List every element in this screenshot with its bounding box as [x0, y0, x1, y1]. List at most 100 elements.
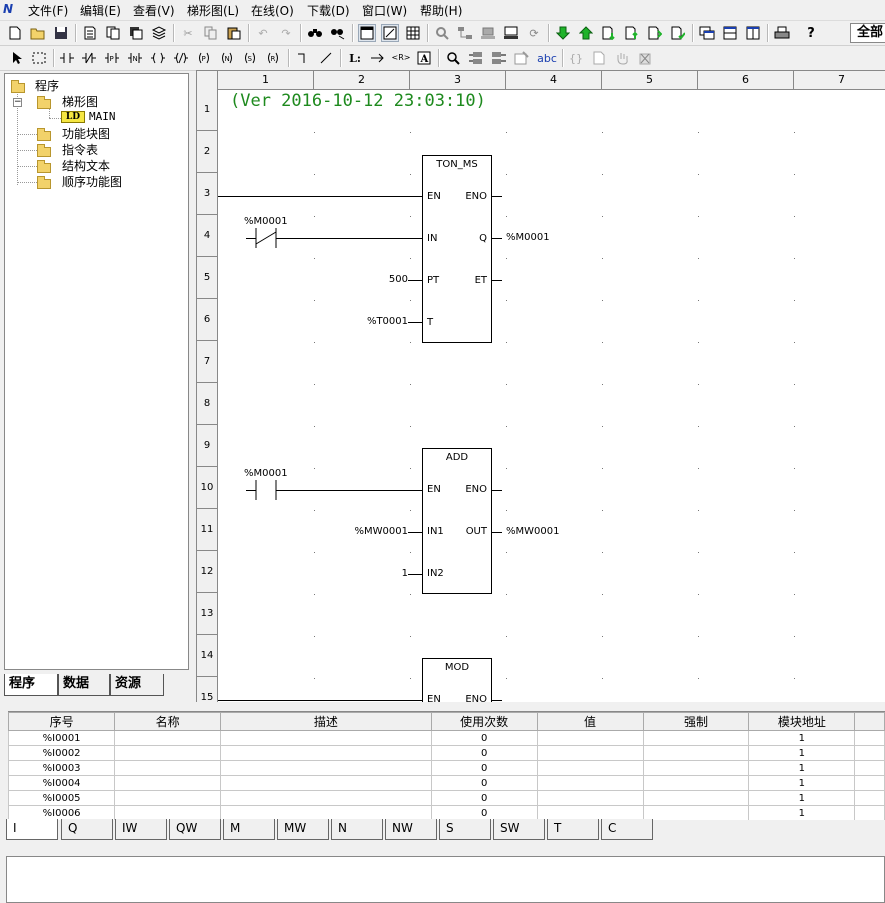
cell-address[interactable]: %I0005 — [8, 790, 116, 806]
p-contact-icon[interactable]: P — [103, 49, 121, 67]
p-coil-icon[interactable]: P — [195, 49, 213, 67]
table-row[interactable]: %I0001 0 1 — [8, 730, 885, 746]
menu-help[interactable]: 帮助(H) — [420, 4, 463, 18]
n-contact-icon[interactable]: N — [126, 49, 144, 67]
menu-ladder[interactable]: 梯形图(L) — [187, 4, 240, 18]
table-row[interactable]: %I0003 0 1 — [8, 760, 885, 776]
window-layout-icon[interactable] — [358, 24, 376, 42]
tab-q[interactable]: Q — [61, 819, 113, 840]
find-icon[interactable] — [306, 24, 324, 42]
print-icon[interactable] — [773, 24, 791, 42]
open-folder-icon[interactable] — [29, 24, 47, 42]
t-operand[interactable]: %T0001 — [366, 316, 408, 327]
cell-force[interactable] — [642, 775, 750, 791]
output-panel[interactable] — [6, 856, 885, 903]
menu-online[interactable]: 在线(O) — [251, 4, 294, 18]
no-contact-icon[interactable] — [58, 49, 76, 67]
cell-address[interactable]: %I0002 — [8, 745, 116, 761]
cell-description[interactable] — [220, 775, 432, 791]
properties-icon[interactable] — [513, 49, 531, 67]
n-coil-icon[interactable]: N — [218, 49, 236, 67]
help-question-icon[interactable]: ? — [807, 25, 815, 41]
stack-icon[interactable] — [150, 24, 168, 42]
table-row[interactable]: %I0004 0 1 — [8, 775, 885, 791]
cell-description[interactable] — [220, 730, 432, 746]
marquee-select-icon[interactable] — [30, 49, 48, 67]
verify-file-icon[interactable] — [669, 24, 687, 42]
cell-name[interactable] — [114, 745, 222, 761]
cell-value[interactable] — [536, 730, 644, 746]
negated-coil-icon[interactable] — [172, 49, 190, 67]
tab-c[interactable]: C — [601, 819, 653, 840]
cell-name[interactable] — [114, 805, 222, 820]
insert-row-icon[interactable] — [490, 49, 508, 67]
tree-item-sfc[interactable]: 顺序功能图 — [62, 175, 123, 189]
contact-operand[interactable]: %M0001 — [244, 468, 288, 479]
tab-sw[interactable]: SW — [493, 819, 545, 840]
network-icon[interactable] — [456, 24, 474, 42]
refresh-icon[interactable]: ⟳ — [529, 26, 539, 40]
spell-check-icon[interactable]: abc — [537, 51, 557, 65]
col-name[interactable]: 名称 — [114, 712, 222, 731]
copy-document-icon[interactable] — [104, 24, 122, 42]
tab-qw[interactable]: QW — [169, 819, 221, 840]
table-row[interactable]: %I0006 0 1 — [8, 805, 885, 820]
download-arrow-icon[interactable] — [554, 24, 572, 42]
document-icon[interactable] — [81, 24, 99, 42]
ladder-canvas[interactable]: (Ver 2016-10-12 23:03:10) TON_MS EN ENO … — [218, 90, 885, 702]
contact-operand[interactable]: %M0001 — [244, 216, 288, 227]
col-index[interactable]: 序号 — [8, 712, 116, 731]
add-block[interactable]: ADD EN ENO IN1 OUT IN2 — [422, 448, 492, 594]
nc-contact-icon[interactable] — [80, 49, 98, 67]
cell-description[interactable] — [220, 805, 432, 820]
view-all-button[interactable]: 全部 — [850, 23, 885, 43]
tab-data[interactable]: 数据 — [58, 674, 110, 696]
cell-force[interactable] — [642, 760, 750, 776]
table-row[interactable]: %I0002 0 1 — [8, 745, 885, 761]
cell-value[interactable] — [536, 790, 644, 806]
col-value[interactable]: 值 — [536, 712, 644, 731]
in1-operand[interactable]: %MW0001 — [354, 526, 408, 537]
cell-value[interactable] — [536, 805, 644, 820]
mod-block[interactable]: MOD EN ENO — [422, 658, 492, 702]
grid-icon[interactable] — [404, 24, 422, 42]
tile-vertical-icon[interactable] — [744, 24, 762, 42]
menu-edit[interactable]: 编辑(E) — [80, 4, 121, 18]
menu-download[interactable]: 下载(D) — [307, 4, 350, 18]
cell-address[interactable]: %I0006 — [8, 805, 116, 820]
undo-icon[interactable]: ↶ — [258, 26, 268, 40]
variable-grid[interactable]: 序号 名称 描述 使用次数 值 强制 模块地址 %I0001 0 1 — [8, 712, 885, 820]
tree-item-il[interactable]: 指令表 — [62, 143, 99, 157]
cell-name[interactable] — [114, 775, 222, 791]
redo-icon[interactable]: ↷ — [281, 26, 291, 40]
menu-file[interactable]: 文件(F) — [28, 4, 69, 18]
cell-name[interactable] — [114, 760, 222, 776]
delete-icon[interactable] — [636, 49, 654, 67]
cell-value[interactable] — [536, 775, 644, 791]
cut-icon[interactable]: ✂ — [183, 26, 193, 40]
upload-arrow-icon[interactable] — [577, 24, 595, 42]
reset-coil-icon[interactable]: R — [264, 49, 282, 67]
download-file-icon[interactable] — [600, 24, 618, 42]
cell-force[interactable] — [642, 790, 750, 806]
col-force[interactable]: 强制 — [642, 712, 750, 731]
pt-operand[interactable]: 500 — [388, 274, 408, 285]
set-coil-icon[interactable]: S — [241, 49, 259, 67]
tab-mw[interactable]: MW — [277, 819, 329, 840]
tab-i[interactable]: I — [6, 819, 58, 840]
cell-address[interactable]: %I0001 — [8, 730, 116, 746]
tree-item-fbd[interactable]: 功能块图 — [62, 127, 111, 141]
bracket-icon[interactable]: {} — [569, 51, 583, 65]
out-operand[interactable]: %MW0001 — [506, 526, 560, 537]
cell-description[interactable] — [220, 760, 432, 776]
menu-view[interactable]: 查看(V) — [133, 4, 175, 18]
cell-value[interactable] — [536, 760, 644, 776]
cell-force[interactable] — [642, 805, 750, 820]
cell-force[interactable] — [642, 730, 750, 746]
ton-ms-block[interactable]: TON_MS EN ENO IN Q PT ET T — [422, 155, 492, 343]
tab-m[interactable]: M — [223, 819, 275, 840]
paste-icon[interactable] — [225, 24, 243, 42]
upload-file-icon[interactable] — [623, 24, 641, 42]
new-file-icon[interactable] — [6, 24, 24, 42]
page-icon[interactable] — [590, 49, 608, 67]
